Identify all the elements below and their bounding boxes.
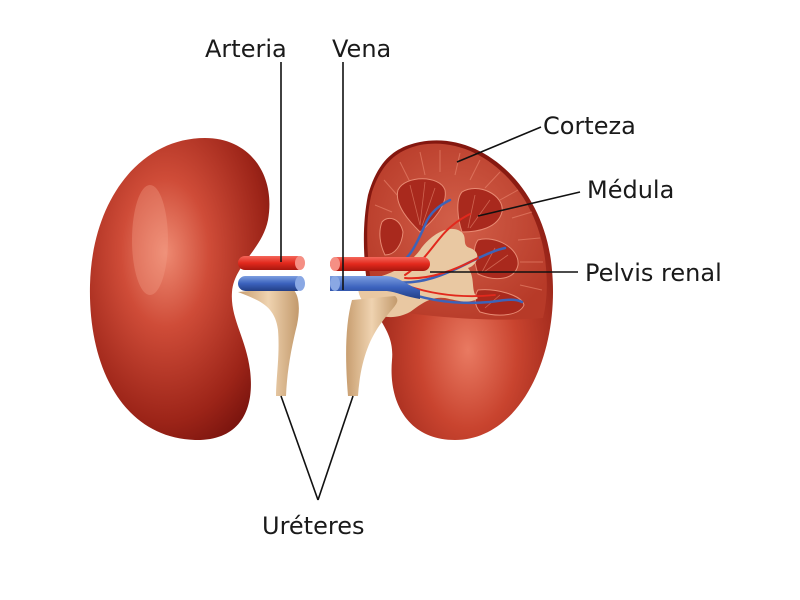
label-vena: Vena [332,35,392,63]
label-arteria: Arteria [205,35,287,63]
label-pelvis-renal: Pelvis renal [585,259,722,287]
leader-lines [280,62,581,501]
left-kidney [89,138,270,441]
right-ureter [346,296,398,396]
left-ureter [238,287,299,396]
right-vessels [330,257,430,299]
leader-medula [477,191,581,217]
leader-ureter-right [317,395,354,501]
left-vessels [238,256,305,291]
label-medula: Médula [587,176,675,204]
leader-corteza [456,126,542,163]
label-corteza: Corteza [543,112,636,140]
leader-ureter-left [280,395,319,501]
label-ureteres: Uréteres [262,512,365,540]
right-kidney-section [358,140,554,440]
